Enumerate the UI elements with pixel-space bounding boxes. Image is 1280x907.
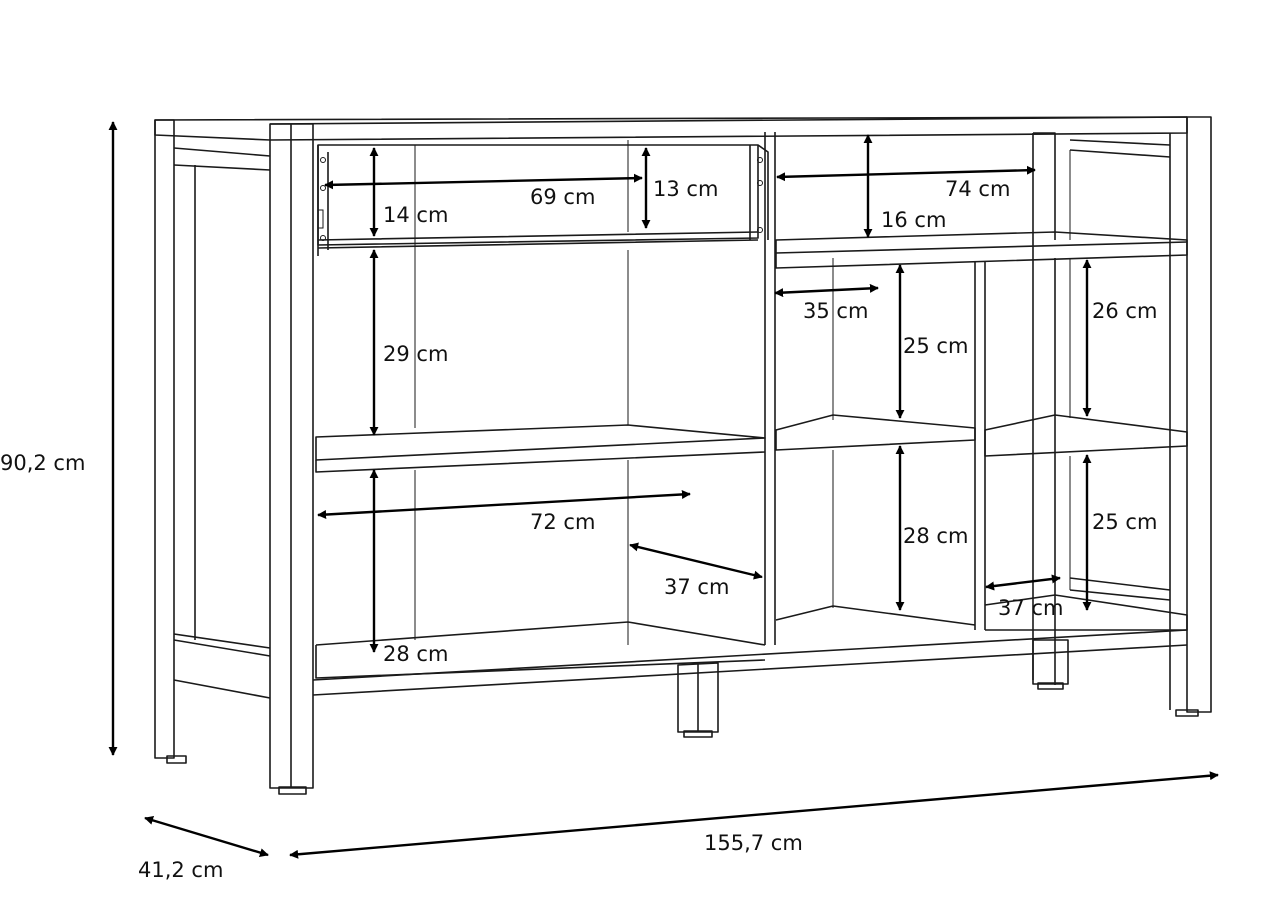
dimension-arrows: [108, 121, 1219, 859]
label-left-bottom-width: 72 cm: [530, 510, 595, 534]
label-top-right-width: 74 cm: [945, 177, 1010, 201]
arrow-drawer-width: [324, 173, 643, 190]
label-mid-cubby-width: 35 cm: [803, 299, 868, 323]
back-left-post: [154, 119, 175, 759]
middle-leg: [677, 662, 719, 733]
arrow-overall-depth: [144, 816, 269, 857]
label-mid-cubby-height: 25 cm: [903, 334, 968, 358]
label-top-right-height: 16 cm: [881, 208, 946, 232]
left-shelf: [315, 424, 766, 461]
label-left-bottom-height: 28 cm: [383, 642, 448, 666]
label-right-lower-height: 25 cm: [1092, 510, 1157, 534]
arrow-mid-cubby-width: [774, 283, 879, 298]
arrow-overall-width: [289, 771, 1219, 859]
label-left-bottom-depth: 37 cm: [664, 575, 729, 599]
dimension-labels: 90,2 cm 41,2 cm 155,7 cm 69 cm 13 cm 14 …: [0, 177, 1157, 882]
right-top-shelf: [775, 231, 1188, 269]
label-overall-height: 90,2 cm: [0, 451, 85, 475]
label-overall-width: 155,7 cm: [704, 831, 803, 855]
arrow-left-bottom-depth: [629, 542, 763, 580]
label-mid-lower-height: 28 cm: [903, 524, 968, 548]
label-drawer-inner-height: 13 cm: [653, 177, 718, 201]
label-right-cubby-height: 26 cm: [1092, 299, 1157, 323]
label-left-mid-height: 29 cm: [383, 342, 448, 366]
label-overall-depth: 41,2 cm: [138, 858, 223, 882]
center-divider: [764, 132, 776, 645]
front-right-post: [1186, 116, 1212, 713]
arrow-left-bottom-width: [317, 489, 691, 520]
arrow-right-lower-depth: [985, 574, 1061, 591]
sideboard-drawing: [154, 116, 1212, 795]
label-drawer-width: 69 cm: [530, 185, 595, 209]
arrow-top-right-width: [776, 165, 1036, 182]
label-drawer-height: 14 cm: [383, 203, 448, 227]
label-right-lower-depth: 37 cm: [998, 596, 1063, 620]
